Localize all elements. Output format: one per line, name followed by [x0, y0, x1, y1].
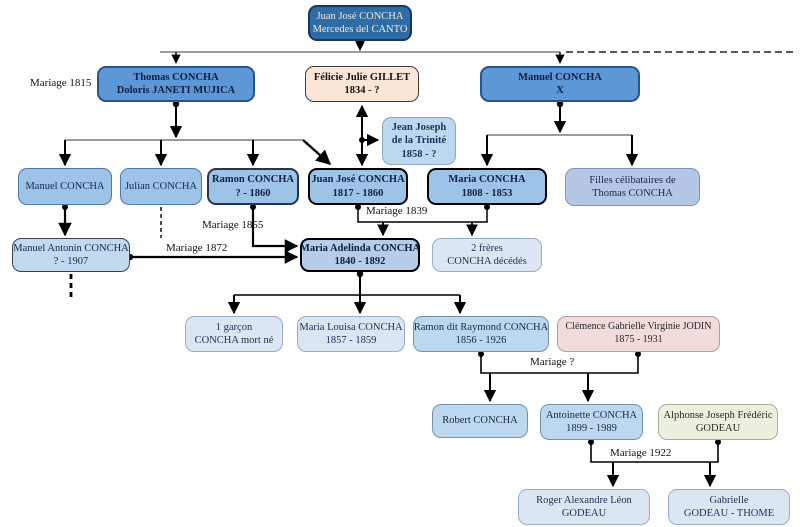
- label-mariage-1839: Mariage 1839: [366, 205, 428, 217]
- connector-manuel3-antonin: [58, 204, 162, 238]
- node-text-line: Maria Adelinda CONCHA: [299, 242, 421, 254]
- node-text-line: Alphonse Joseph Frédéric: [663, 409, 773, 421]
- node-manuel-concha-gen2: Manuel CONCHA X: [480, 66, 640, 102]
- node-manuel-antonin-concha: Manuel Antonin CONCHA ? - 1907: [12, 238, 130, 272]
- node-text-line: ? - 1860: [235, 187, 271, 199]
- node-text-line: Ramon dit Raymond CONCHA: [413, 321, 549, 333]
- node-text-line: Filles célibataires de: [589, 174, 676, 186]
- node-manuel-concha-gen3: Manuel CONCHA: [18, 168, 112, 205]
- node-text-line: Roger Alexandre Léon: [536, 494, 632, 506]
- node-maria-louisa-concha: Maria Louisa CONCHA 1857 - 1859: [297, 316, 405, 352]
- node-ramon-concha: Ramon CONCHA ? - 1860: [207, 168, 299, 205]
- node-text-line: 1808 - 1853: [461, 187, 513, 199]
- node-felicie-gillet: Félicie Julie GILLET 1834 - ?: [305, 66, 419, 102]
- connector-mariage-1922: [588, 439, 721, 488]
- node-text-line: Ramon CONCHA: [212, 174, 294, 186]
- node-text-line: Antoinette CONCHA: [545, 409, 638, 421]
- node-text-line: 1834 - ?: [344, 85, 380, 96]
- node-text-line: Robert CONCHA: [442, 415, 518, 427]
- node-text-line: Maria Louisa CONCHA: [299, 321, 403, 333]
- label-mariage-1922: Mariage 1922: [610, 447, 672, 459]
- node-alphonse-godeau: Alphonse Joseph Frédéric GODEAU: [658, 404, 778, 440]
- node-text-line: Gabrielle: [709, 494, 749, 506]
- node-text-line: GODEAU: [561, 508, 607, 519]
- connector-manuel-children: [480, 100, 639, 167]
- label-mariage-1872: Mariage 1872: [166, 242, 228, 254]
- node-text-line: 1899 - 1989: [566, 423, 617, 434]
- node-text-line: 1 garçon: [215, 321, 253, 333]
- connector-adelinda-children: [227, 270, 467, 315]
- connector-gen1: [160, 40, 797, 64]
- node-text-line: Doloris JANETI MUJICA: [116, 85, 236, 96]
- label-mariage-inconnu: Mariage ?: [530, 356, 575, 368]
- node-text-line: 1875 - 1931: [614, 334, 663, 345]
- node-text-line: Clémence Gabrielle Virginie JODIN: [565, 321, 712, 333]
- node-antoinette-concha: Antoinette CONCHA 1899 - 1989: [540, 404, 643, 440]
- node-text-line: Manuel CONCHA: [25, 180, 105, 192]
- node-text-line: Mercedes del CANTO: [312, 24, 408, 35]
- node-text-line: Maria CONCHA: [448, 174, 526, 186]
- node-text-line: Manuel CONCHA: [518, 71, 602, 83]
- connector-mariage-1855: [250, 204, 299, 253]
- node-garcon-mort-ne: 1 garçon CONCHA mort né: [185, 316, 283, 352]
- connector-mariage-inconnu: [478, 351, 641, 403]
- connector-felicie-juanjose: [355, 104, 380, 167]
- node-text-line: 1857 - 1859: [325, 335, 377, 346]
- node-text-line: Manuel Antonin CONCHA: [13, 242, 129, 254]
- node-gabrielle-godeau-thome: Gabrielle GODEAU - THOME: [668, 489, 790, 525]
- node-text-line: X: [556, 85, 564, 96]
- node-text-line: Julian CONCHA: [124, 180, 198, 192]
- node-text-line: 1858 - ?: [401, 148, 437, 160]
- node-ramon-raymond-concha: Ramon dit Raymond CONCHA 1856 - 1926: [413, 316, 549, 352]
- node-clemence-jodin: Clémence Gabrielle Virginie JODIN 1875 -…: [557, 316, 720, 352]
- node-text-line: 1840 - 1892: [334, 256, 386, 267]
- label-mariage-1855: Mariage 1855: [202, 219, 264, 231]
- node-text-line: 1817 - 1860: [332, 187, 384, 199]
- node-text-line: ? - 1907: [53, 256, 89, 267]
- node-text-line: GODEAU - THOME: [683, 508, 775, 519]
- node-juan-jose-concha-jr: Juan José CONCHA 1817 - 1860: [308, 168, 408, 205]
- node-julian-concha: Julian CONCHA: [120, 168, 202, 205]
- node-text-line: Félicie Julie GILLET: [313, 71, 411, 83]
- node-text-line: CONCHA mort né: [194, 335, 274, 346]
- node-text-line: CONCHA décédés: [447, 256, 527, 267]
- node-text-line: 2 frères: [471, 242, 503, 254]
- node-jean-joseph-trinite: Jean Joseph de la Trinité 1858 - ?: [382, 117, 456, 165]
- node-text-line: Juan José CONCHA: [311, 174, 405, 186]
- node-text-line: Jean Joseph: [391, 121, 447, 133]
- node-text-line: de la Trinité: [391, 135, 447, 147]
- connector-thomas-children: [58, 100, 332, 167]
- node-roger-godeau: Roger Alexandre Léon GODEAU: [518, 489, 650, 525]
- node-text-line: GODEAU: [695, 423, 741, 434]
- node-maria-adelinda-concha: Maria Adelinda CONCHA 1840 - 1892: [300, 238, 420, 272]
- node-text-line: Thomas CONCHA: [592, 188, 673, 199]
- node-text-line: 1856 - 1926: [455, 335, 507, 346]
- node-deux-freres-concha: 2 frères CONCHA décédés: [432, 238, 542, 272]
- node-text-line: Juan José CONCHA: [316, 10, 404, 22]
- connector-mariage-1839: [355, 204, 490, 237]
- node-filles-celibataires: Filles célibataires de Thomas CONCHA: [565, 168, 700, 206]
- node-thomas-concha: Thomas CONCHA Doloris JANETI MUJICA: [97, 66, 255, 102]
- node-maria-concha: Maria CONCHA 1808 - 1853: [427, 168, 547, 205]
- node-text-line: Thomas CONCHA: [133, 71, 219, 83]
- label-mariage-1815: Mariage 1815: [30, 77, 92, 89]
- node-robert-concha: Robert CONCHA: [432, 404, 528, 438]
- node-juan-jose-concha-sr: Juan José CONCHA Mercedes del CANTO: [308, 5, 412, 41]
